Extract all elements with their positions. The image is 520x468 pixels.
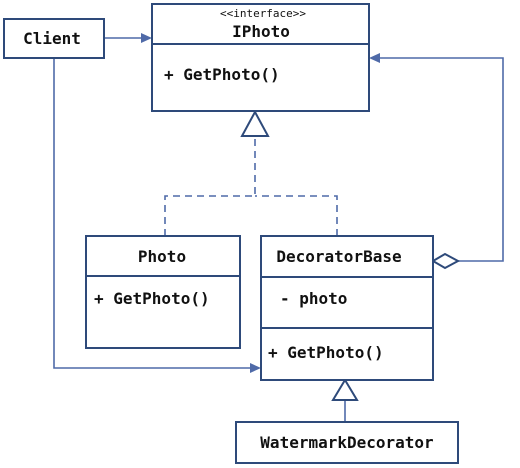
decorator-base-box[interactable]: DecoratorBase - photo + GetPhoto() [260,235,434,381]
watermark-decorator-box[interactable]: WatermarkDecorator [235,421,459,464]
photo-operation: + GetPhoto() [94,289,210,308]
edge-generalization-triangle [331,378,359,401]
iphoto-operation: + GetPhoto() [164,65,280,84]
photo-class-box[interactable]: Photo + GetPhoto() [85,235,241,349]
edge-decorator-aggregates-iphoto [375,57,504,262]
edge-aggregation-diamond [431,252,461,270]
decorator-base-attribute: - photo [280,289,347,308]
edge-decorator-realizes-iphoto [255,195,338,236]
iphoto-interface-box[interactable]: <<interface>> IPhoto + GetPhoto() [151,3,370,112]
edge-client-to-decorator-base-arrowhead [250,363,261,373]
edge-photo-realizes-iphoto [164,136,256,236]
edge-client-to-decorator-base [53,58,255,369]
decorator-base-name: DecoratorBase [276,247,401,266]
iphoto-stereotype: <<interface>> [220,7,306,20]
photo-name: Photo [138,247,186,266]
edge-realization-triangle [240,109,270,137]
decorator-base-operation: + GetPhoto() [268,343,384,362]
watermark-decorator-name: WatermarkDecorator [260,433,433,452]
client-name: Client [23,29,81,48]
edge-aggregation-arrowhead [369,53,380,63]
iphoto-name: IPhoto [232,22,290,41]
edge-client-to-iphoto-arrowhead [141,33,152,43]
client-box[interactable]: Client [3,18,105,59]
